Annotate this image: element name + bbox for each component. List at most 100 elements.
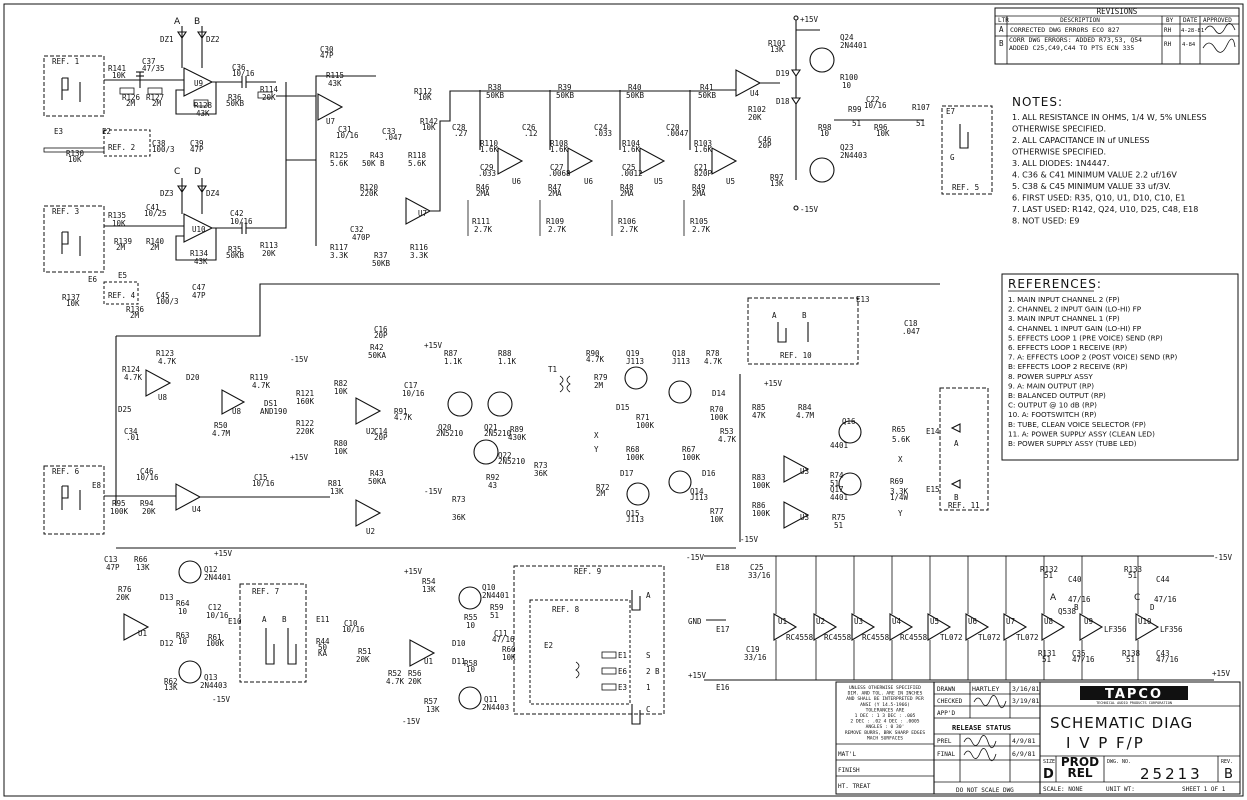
svg-text:2 B: 2 B — [646, 667, 660, 676]
svg-text:Y: Y — [594, 445, 599, 454]
svg-text:.0068: .0068 — [548, 169, 571, 178]
reference-item: 4. CHANNEL 1 INPUT GAIN (LO-HI) FP — [1008, 324, 1142, 333]
note-item: 1. ALL RESISTANCE IN OHMS, 1/4 W, 5% UNL… — [1012, 113, 1207, 122]
opamp-u10 — [183, 213, 214, 243]
svg-text:10: 10 — [178, 607, 188, 616]
note-item: 5. C38 & C45 MINIMUM VALUE 33 uf/3V. — [1012, 182, 1171, 191]
transistor-q11 — [458, 686, 482, 710]
opamp-u3-b — [783, 501, 810, 529]
svg-text:R64: R64 — [176, 599, 190, 608]
svg-text:10: 10 — [178, 637, 188, 646]
ref-6-label: REF. 6 — [52, 467, 80, 476]
svg-text:R108: R108 — [550, 139, 569, 148]
svg-text:D12: D12 — [160, 639, 174, 648]
svg-text:3.3K: 3.3K — [410, 251, 429, 260]
svg-text:10K: 10K — [502, 653, 516, 662]
svg-text:B: B — [1074, 603, 1079, 612]
svg-text:2.7K: 2.7K — [548, 225, 567, 234]
svg-text:33/16: 33/16 — [744, 653, 767, 662]
svg-text:U2: U2 — [366, 427, 375, 436]
rev-row-a-date: 4-28-81 — [1181, 28, 1204, 34]
svg-text:R110: R110 — [480, 139, 499, 148]
svg-text:C40: C40 — [1068, 575, 1082, 584]
svg-text:Q11: Q11 — [484, 695, 498, 704]
svg-text:C18: C18 — [904, 319, 918, 328]
svg-text:.033: .033 — [478, 169, 496, 178]
svg-text:10/16: 10/16 — [230, 217, 253, 226]
svg-text:U1: U1 — [778, 617, 787, 626]
svg-text:100K: 100K — [636, 421, 655, 430]
drawing-number: 25213 — [1140, 765, 1203, 783]
svg-text:2M: 2M — [596, 489, 606, 498]
svg-text:R43: R43 — [370, 469, 384, 478]
svg-text:20P: 20P — [374, 433, 388, 442]
ref-10-label: REF. 10 — [780, 351, 812, 360]
svg-text:A: A — [1050, 593, 1057, 603]
svg-text:C41: C41 — [146, 203, 160, 212]
svg-text:R140: R140 — [146, 237, 165, 246]
svg-text:D: D — [194, 167, 201, 177]
svg-text:10/16: 10/16 — [402, 389, 425, 398]
svg-text:U9: U9 — [194, 79, 203, 88]
svg-text:R104: R104 — [622, 139, 641, 148]
transistor-q21 — [487, 391, 513, 417]
channel-2-input-circuit: REF. 1 R141 10K C37 47/35 R126 R127 2M 2… — [43, 17, 296, 164]
ref-5-label: REF. 5 — [952, 183, 979, 192]
svg-text:2.7K: 2.7K — [692, 225, 711, 234]
svg-text:U8: U8 — [158, 393, 168, 402]
tolerance-line: TOLERANCES ARE — [866, 707, 905, 713]
rev-header-date: DATE — [1183, 17, 1198, 24]
svg-text:J113: J113 — [672, 357, 690, 366]
svg-text:10: 10 — [842, 81, 852, 90]
svg-text:+15V: +15V — [688, 671, 707, 680]
reference-item: 11. A: POWER SUPPLY ASSY (CLEAN LED) — [1008, 429, 1155, 438]
svg-text:U7: U7 — [1006, 617, 1015, 626]
svg-text:R131: R131 — [1038, 649, 1056, 658]
svg-text:-15V: -15V — [800, 205, 819, 214]
svg-text:R142: R142 — [420, 117, 438, 126]
sheet-label: SHEET 1 OF 1 — [1182, 786, 1226, 793]
svg-text:2M: 2M — [130, 311, 140, 320]
svg-text:2.7K: 2.7K — [474, 225, 493, 234]
svg-text:R68: R68 — [626, 445, 640, 454]
svg-text:C16: C16 — [374, 325, 388, 334]
ref-2-box — [103, 129, 151, 157]
tolerance-line: MACH SURFACES — [867, 735, 903, 741]
svg-text:47/16: 47/16 — [1068, 595, 1091, 604]
svg-text:10: 10 — [466, 665, 476, 674]
svg-text:.01: .01 — [126, 433, 140, 442]
svg-text:C47: C47 — [192, 283, 206, 292]
svg-text:1.1K: 1.1K — [444, 357, 463, 366]
svg-text:C17: C17 — [404, 381, 418, 390]
svg-text:E7: E7 — [946, 107, 955, 116]
svg-text:10K: 10K — [112, 219, 126, 228]
svg-text:R116: R116 — [410, 243, 429, 252]
svg-text:R86: R86 — [752, 501, 766, 510]
svg-text:20K: 20K — [142, 507, 156, 516]
svg-text:U1: U1 — [424, 657, 433, 666]
checked-signature — [973, 695, 1007, 709]
svg-text:C27: C27 — [550, 163, 564, 172]
reference-item: 2. CHANNEL 2 INPUT GAIN (LO-HI) FP — [1008, 305, 1142, 314]
tolerance-line: ANSI (Y 14.5-1966) — [860, 702, 910, 708]
svg-text:51: 51 — [916, 119, 925, 128]
svg-text:R136: R136 — [126, 305, 145, 314]
svg-text:100K: 100K — [110, 507, 129, 516]
svg-text:10/16: 10/16 — [336, 131, 359, 140]
svg-text:C: C — [1134, 593, 1140, 603]
svg-text:13K: 13K — [770, 179, 784, 188]
svg-text:Q538: Q538 — [1058, 607, 1077, 616]
ps-ic-u2 — [813, 613, 838, 641]
sheet-border — [3, 3, 1244, 797]
svg-text:U5: U5 — [726, 177, 735, 186]
svg-text:3.3K: 3.3K — [330, 251, 349, 260]
opamp-u2-b — [355, 499, 382, 527]
prod-rel-box: PROD REL — [1061, 757, 1099, 779]
svg-text:C: C — [174, 167, 180, 177]
dwg-no-label: DWG. NO. — [1107, 759, 1131, 765]
svg-text:J113: J113 — [626, 515, 644, 524]
svg-text:4.7M: 4.7M — [796, 411, 815, 420]
svg-text:R70: R70 — [710, 405, 724, 414]
svg-text:R67: R67 — [682, 445, 696, 454]
svg-text:10K: 10K — [66, 299, 80, 308]
